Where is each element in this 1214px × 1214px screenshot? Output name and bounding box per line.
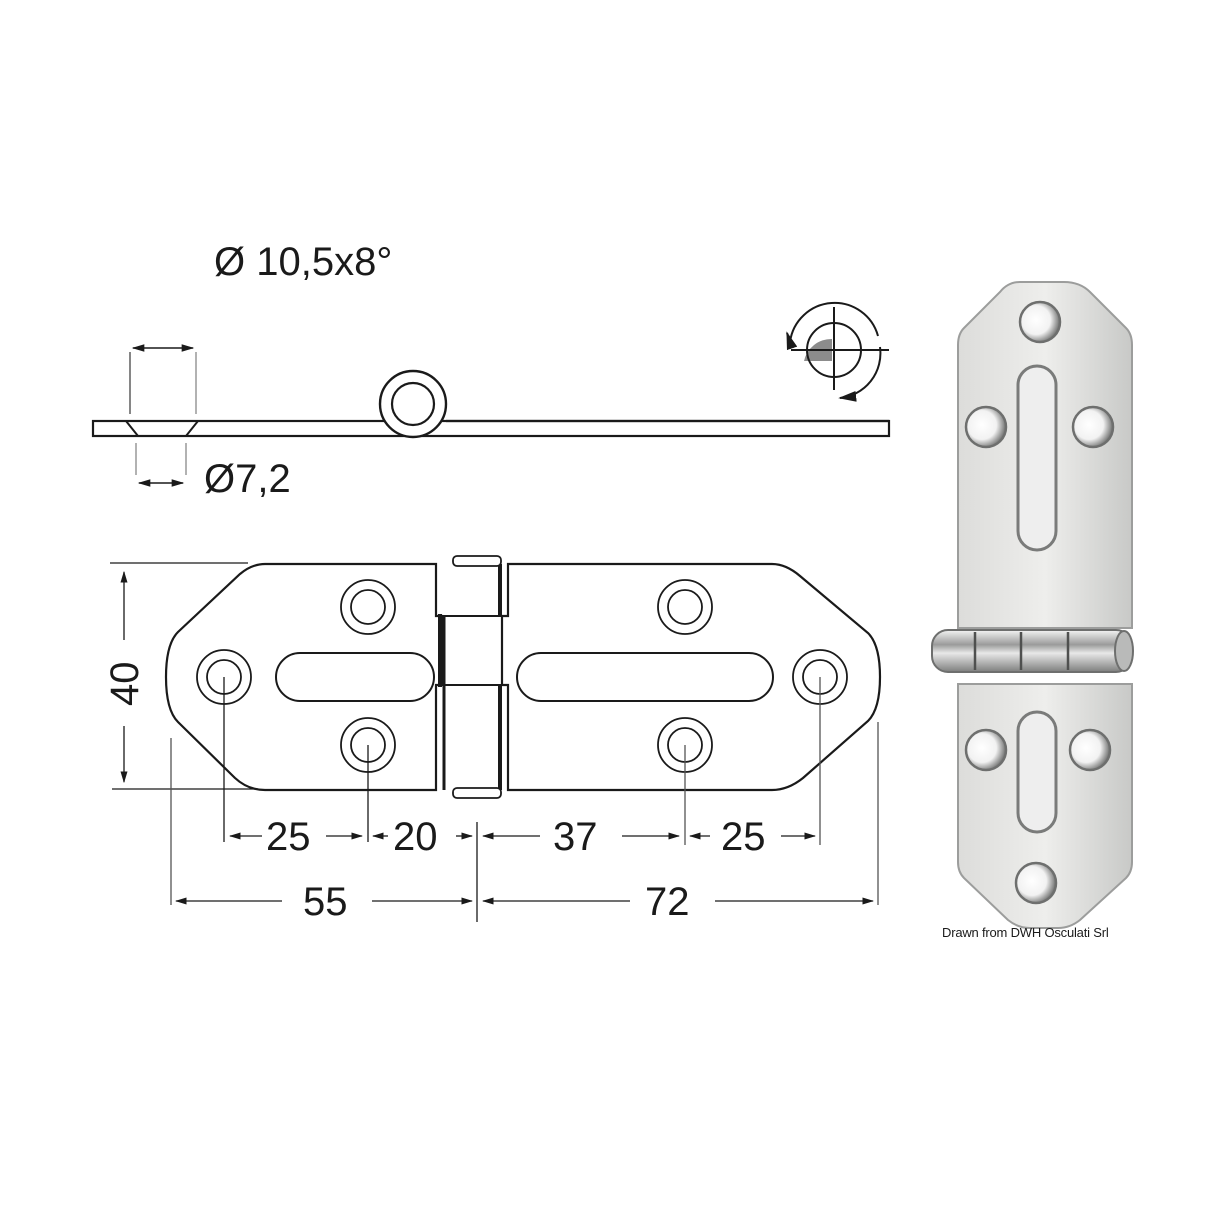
hinge-photo xyxy=(931,281,1134,929)
plate-side-profile xyxy=(91,419,891,438)
lower-slot-photo xyxy=(1016,710,1058,834)
dim-label-72: 72 xyxy=(645,880,690,924)
countersink-profile xyxy=(125,420,199,437)
knuckle-bottom xyxy=(452,787,502,799)
upper-slot-photo xyxy=(1016,364,1058,552)
side-view xyxy=(91,344,891,487)
holes-photo xyxy=(964,300,1115,905)
hole-diameter-label: Ø7,2 xyxy=(204,457,291,501)
hinge-knuckle-photo xyxy=(931,629,1133,673)
plan-view xyxy=(164,555,882,799)
width-dim-label: 40 xyxy=(103,662,147,707)
plan-dimensions xyxy=(110,562,879,922)
hinge-pin-section xyxy=(390,381,436,427)
dim-label-20: 20 xyxy=(393,815,438,859)
left-slot xyxy=(275,652,435,702)
knuckle-top xyxy=(452,555,502,567)
dim-label-37: 37 xyxy=(553,815,598,859)
rotation-projection-icon xyxy=(786,301,889,402)
dim-label-55: 55 xyxy=(303,880,348,924)
dim-label-25b: 25 xyxy=(721,815,766,859)
right-slot xyxy=(516,652,774,702)
dim-label-25a: 25 xyxy=(266,815,311,859)
countersunk-holes xyxy=(196,579,848,773)
credit-caption: Drawn from DWH Osculati Srl xyxy=(942,925,1109,940)
countersink-label: Ø 10,5x8° xyxy=(214,240,392,284)
